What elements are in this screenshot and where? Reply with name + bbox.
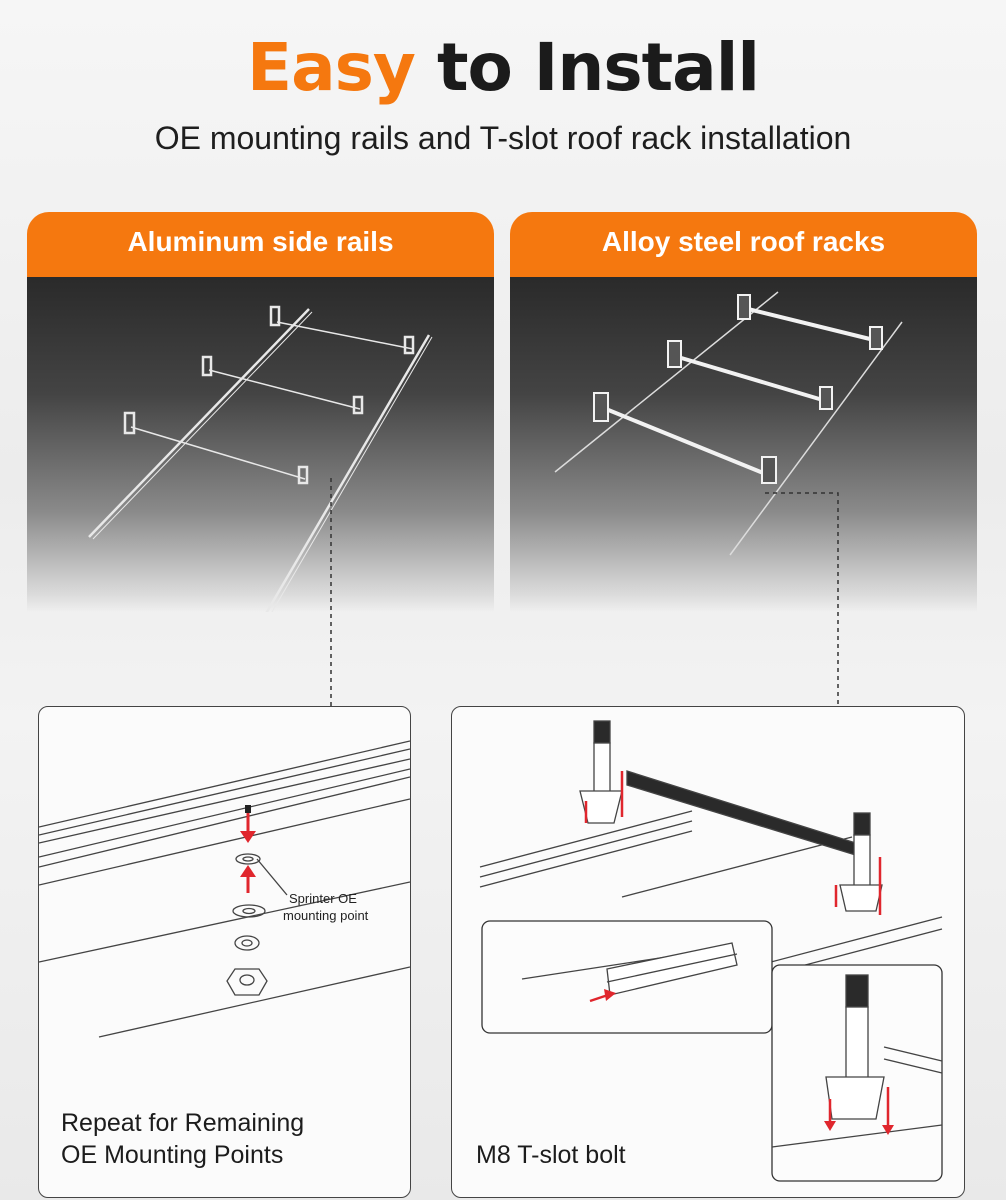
side-rails-image-area	[27, 277, 494, 612]
roof-racks-image-area	[510, 277, 977, 612]
t-slot-diagram	[479, 720, 943, 1182]
page-title: Easy to Install	[0, 30, 1006, 106]
side-rails-label: Aluminum side rails	[27, 212, 494, 277]
arrow-icons	[240, 811, 256, 893]
roof-racks-label: Alloy steel roof racks	[510, 212, 977, 277]
repeat-caption-line1: Repeat for Remaining	[61, 1109, 305, 1137]
title-accent: Easy	[247, 29, 416, 106]
roof-racks-illustration	[554, 291, 903, 556]
callout-line1: Sprinter OE	[289, 891, 357, 906]
roof-racks-panel: Alloy steel roof racks	[510, 212, 977, 612]
side-rails-illustration	[88, 305, 433, 612]
oe-mounting-diagram: Sprinter OE mounting point	[39, 740, 410, 1038]
side-rails-panel: Aluminum side rails	[27, 212, 494, 612]
t-slot-detail: M8 T-slot bolt	[451, 706, 965, 1198]
page-subtitle: OE mounting rails and T-slot roof rack i…	[154, 120, 852, 156]
repeat-caption-line2: OE Mounting Points	[61, 1141, 284, 1169]
arrow-icons	[584, 771, 894, 1135]
title-rest: to Install	[436, 29, 760, 106]
t-slot-caption: M8 T-slot bolt	[476, 1141, 626, 1169]
oe-mounting-detail: Sprinter OE mounting point Repeat for Re…	[38, 706, 411, 1198]
callout-line2: mounting point	[283, 908, 369, 923]
